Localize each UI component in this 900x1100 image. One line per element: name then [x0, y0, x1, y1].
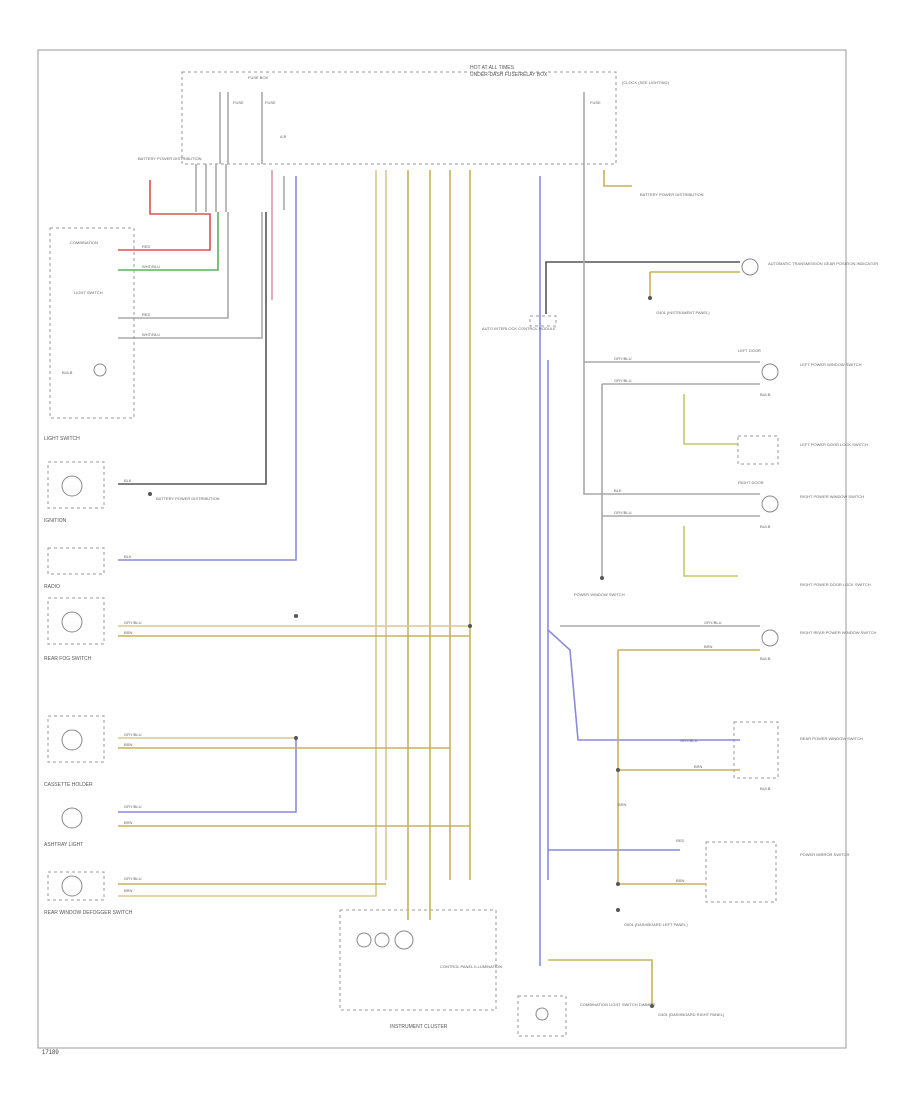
svg-text:GRY/BLU: GRY/BLU [124, 876, 142, 881]
ignition-switch: BLK IGNITION BATTERY POWER DISTRIBUTION [44, 461, 220, 524]
svg-text:BRN: BRN [694, 764, 703, 769]
svg-text:RED: RED [142, 244, 151, 249]
svg-text:FUSE: FUSE [265, 100, 276, 105]
right-door-switch: BLK GRY/BLU RIGHT POWER WINDOW SWITCH RI… [574, 480, 871, 597]
center-splice: AUTO INTERLOCK CONTROL MODULE [482, 176, 740, 966]
instrument-cluster: CONTROL PANEL ILLUMINATION INSTRUMENT CL… [339, 880, 502, 1030]
svg-text:UNDER-DASH FUSE/RELAY BOX: UNDER-DASH FUSE/RELAY BOX [470, 72, 548, 78]
svg-text:A B: A B [280, 134, 287, 139]
battery-ref-left: BATTERY POWER DISTRIBUTION [138, 156, 202, 161]
svg-text:POWER WINDOW SWITCH: POWER WINDOW SWITCH [574, 592, 625, 597]
svg-text:INSTRUMENT CLUSTER: INSTRUMENT CLUSTER [390, 1024, 448, 1030]
svg-text:RIGHT REAR POWER WINDOW SWITCH: RIGHT REAR POWER WINDOW SWITCH [800, 630, 876, 635]
svg-text:BLK: BLK [124, 478, 132, 483]
svg-text:CONTROL PANEL ILLUMINATION: CONTROL PANEL ILLUMINATION [440, 964, 502, 969]
svg-text:REAR FOG SWITCH: REAR FOG SWITCH [44, 656, 92, 662]
svg-text:G401 (DASHBOARD RIGHT PANEL): G401 (DASHBOARD RIGHT PANEL) [658, 1012, 725, 1017]
rear-left-window-switch: GRY/BLU BRN RIGHT REAR POWER WINDOW SWIT… [560, 620, 876, 884]
svg-text:GRY/BLU: GRY/BLU [124, 620, 142, 625]
rear-window-switch: GRY/BLU BRN REAR WINDOW DEFOGGER SWITCH [44, 871, 142, 916]
fuse-box-connectors [195, 164, 227, 212]
svg-text:BRN: BRN [124, 888, 133, 893]
svg-text:BLK: BLK [614, 488, 622, 493]
svg-text:WHT/BLU: WHT/BLU [142, 332, 160, 337]
svg-text:GRY/BLU: GRY/BLU [614, 356, 632, 361]
svg-text:LIGHT SWITCH: LIGHT SWITCH [74, 290, 103, 295]
svg-text:POWER MIRROR SWITCH: POWER MIRROR SWITCH [800, 852, 849, 857]
svg-text:BRN: BRN [124, 630, 133, 635]
svg-text:REAR WINDOW DEFOGGER SWITCH: REAR WINDOW DEFOGGER SWITCH [44, 910, 133, 916]
battery-ref-right: BATTERY POWER DISTRIBUTION [640, 192, 704, 197]
svg-text:RIGHT POWER WINDOW SWITCH: RIGHT POWER WINDOW SWITCH [800, 494, 864, 499]
svg-text:LEFT DOOR: LEFT DOOR [738, 348, 761, 353]
svg-text:BRN: BRN [618, 802, 627, 807]
left-door-switch: GRY/BLU GRY/BLU LEFT POWER WINDOW SWITCH… [614, 348, 868, 465]
svg-text:GRY/BLU: GRY/BLU [124, 804, 142, 809]
figure-id: 17189 [42, 1050, 59, 1056]
wire-blue-main [118, 176, 297, 561]
wire-dark-right [545, 261, 740, 314]
svg-text:GRY/BLU: GRY/BLU [680, 738, 698, 743]
svg-text:BATTERY POWER DISTRIBUTION: BATTERY POWER DISTRIBUTION [156, 496, 220, 501]
svg-text:FUSE: FUSE [233, 100, 244, 105]
svg-text:RED: RED [142, 312, 151, 317]
svg-text:LIGHT SWITCH: LIGHT SWITCH [44, 436, 80, 442]
svg-text:GRY/BLU: GRY/BLU [614, 378, 632, 383]
svg-text:BRN: BRN [704, 644, 713, 649]
dimmer-component: G401 (DASHBOARD RIGHT PANEL) COMBINATION… [517, 959, 725, 1037]
svg-text:RIGHT POWER DOOR LOCK SWITCH: RIGHT POWER DOOR LOCK SWITCH [800, 582, 871, 587]
wire-tan-1 [118, 170, 377, 897]
svg-text:AUTOMATIC TRANSMISSION GEAR PO: AUTOMATIC TRANSMISSION GEAR POSITION IND… [768, 261, 878, 266]
svg-text:IGNITION: IGNITION [44, 518, 67, 524]
svg-text:LEFT POWER DOOR LOCK SWITCH: LEFT POWER DOOR LOCK SWITCH [800, 442, 868, 447]
svg-text:BULB: BULB [760, 392, 771, 397]
rear-right-window-switch: GRY/BLU BRN REAR POWER WINDOW SWITCH BUL… [616, 721, 863, 791]
radio: BLK RADIO [44, 547, 132, 590]
cassette-holder: GRY/BLU BRN CASSETTE HOLDER [44, 715, 142, 788]
svg-text:HOT AT ALL TIMES: HOT AT ALL TIMES [470, 65, 515, 71]
svg-text:CASSETTE HOLDER: CASSETTE HOLDER [44, 782, 93, 788]
svg-text:COMBINATION: COMBINATION [70, 240, 98, 245]
svg-text:RIGHT DOOR: RIGHT DOOR [738, 480, 764, 485]
svg-text:GRY/BLU: GRY/BLU [704, 620, 722, 625]
svg-text:(CLOCK (SEE LIGHTING): (CLOCK (SEE LIGHTING) [622, 80, 670, 85]
svg-text:BULB: BULB [760, 524, 771, 529]
svg-text:WHT/BLU: WHT/BLU [142, 264, 160, 269]
svg-text:GRY/BLU: GRY/BLU [124, 732, 142, 737]
svg-text:LEFT POWER WINDOW SWITCH: LEFT POWER WINDOW SWITCH [800, 362, 862, 367]
svg-text:RADIO: RADIO [44, 584, 60, 590]
wire-green [118, 212, 219, 271]
rear-fog-switch: GRY/BLU BRN REAR FOG SWITCH [44, 597, 142, 662]
svg-text:BULB: BULB [760, 656, 771, 661]
svg-text:COMBINATION LIGHT SWITCH DIMME: COMBINATION LIGHT SWITCH DIMMER [580, 1002, 655, 1007]
power-mirror-switch: RED BRN POWER MIRROR SWITCH BRN G501 (DA… [616, 802, 849, 927]
svg-text:BULB: BULB [760, 786, 771, 791]
svg-text:BRN: BRN [124, 742, 133, 747]
fuse-box: HOT AT ALL TIMES UNDER-DASH FUSE/RELAY B… [181, 65, 670, 165]
svg-text:G401 (INSTRUMENT PANEL): G401 (INSTRUMENT PANEL) [656, 310, 710, 315]
svg-text:FUSE: FUSE [590, 100, 601, 105]
diagram-frame [37, 49, 847, 1049]
svg-text:AUTO INTERLOCK CONTROL MODULE: AUTO INTERLOCK CONTROL MODULE [482, 326, 556, 331]
svg-text:ASHTRAY LIGHT: ASHTRAY LIGHT [44, 842, 83, 848]
svg-text:BULB: BULB [62, 370, 73, 375]
svg-text:REAR POWER WINDOW SWITCH: REAR POWER WINDOW SWITCH [800, 736, 863, 741]
wire-red [118, 180, 211, 251]
ashtray-light: GRY/BLU BRN ASHTRAY LIGHT [44, 804, 142, 848]
svg-text:G501 (DASHBOARD LEFT PANEL): G501 (DASHBOARD LEFT PANEL) [624, 922, 688, 927]
light-switch: COMBINATION LIGHT SWITCH RED WHT/BLU RED… [44, 227, 160, 442]
svg-text:GRY/BLU: GRY/BLU [614, 510, 632, 515]
svg-text:RED: RED [676, 838, 685, 843]
svg-text:BRN: BRN [124, 820, 133, 825]
svg-text:FUSE BOX: FUSE BOX [248, 75, 269, 80]
svg-text:BLK: BLK [124, 554, 132, 559]
svg-text:BRN: BRN [676, 878, 685, 883]
